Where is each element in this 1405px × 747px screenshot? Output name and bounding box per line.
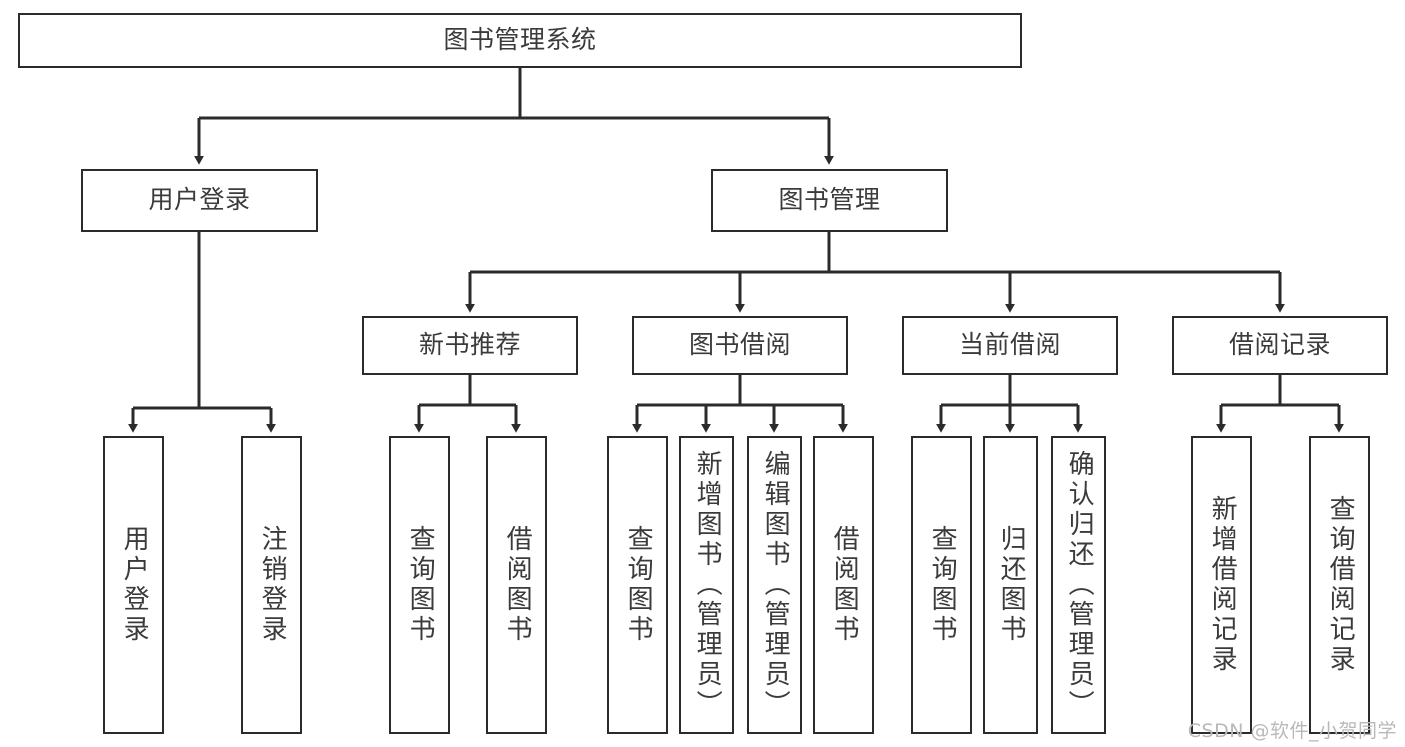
node-leaf-borrow-book-2-label: 借阅图书	[829, 525, 860, 645]
node-user-login[interactable]: 用户登录	[81, 169, 318, 232]
node-user-login-label: 用户登录	[148, 185, 251, 215]
node-book-borrow-label: 图书借阅	[688, 330, 791, 360]
node-leaf-add-record[interactable]: 新增借阅记录	[1191, 436, 1252, 734]
node-borrow-record-label: 借阅记录	[1228, 330, 1331, 360]
node-leaf-return-book-label: 归还图书	[996, 525, 1027, 645]
node-leaf-query-record[interactable]: 查询借阅记录	[1309, 436, 1370, 734]
node-current-borrow-label: 当前借阅	[958, 330, 1061, 360]
node-leaf-return-book[interactable]: 归还图书	[983, 436, 1038, 734]
node-leaf-query-book-1[interactable]: 查询图书	[389, 436, 450, 734]
node-book-management-label: 图书管理	[778, 185, 881, 215]
node-book-management[interactable]: 图书管理	[711, 169, 948, 232]
node-new-book-recommend[interactable]: 新书推荐	[362, 316, 578, 375]
node-leaf-query-book-1-label: 查询图书	[405, 525, 436, 645]
node-leaf-add-book[interactable]: 新增图书（管理员）	[679, 436, 734, 734]
node-leaf-query-record-label: 查询借阅记录	[1325, 495, 1356, 675]
node-leaf-user-logout[interactable]: 注销登录	[241, 436, 302, 734]
node-leaf-edit-book-label: 编辑图书（管理员）	[760, 450, 791, 720]
node-leaf-query-book-3-label: 查询图书	[927, 525, 958, 645]
node-leaf-add-record-label: 新增借阅记录	[1207, 495, 1238, 675]
node-leaf-borrow-book-1-label: 借阅图书	[502, 525, 533, 645]
node-book-borrow[interactable]: 图书借阅	[632, 316, 848, 375]
node-root-label: 图书管理系统	[443, 25, 597, 55]
node-leaf-borrow-book-1[interactable]: 借阅图书	[486, 436, 547, 734]
node-leaf-confirm-return[interactable]: 确认归还（管理员）	[1051, 436, 1106, 734]
node-leaf-query-book-2-label: 查询图书	[623, 525, 654, 645]
node-borrow-record[interactable]: 借阅记录	[1172, 316, 1388, 375]
node-leaf-user-login-label: 用户登录	[119, 525, 150, 645]
node-leaf-user-login[interactable]: 用户登录	[103, 436, 164, 734]
node-root[interactable]: 图书管理系统	[18, 13, 1022, 68]
node-leaf-edit-book[interactable]: 编辑图书（管理员）	[747, 436, 802, 734]
node-leaf-confirm-return-label: 确认归还（管理员）	[1064, 450, 1095, 720]
node-leaf-borrow-book-2[interactable]: 借阅图书	[813, 436, 874, 734]
node-leaf-user-logout-label: 注销登录	[257, 525, 288, 645]
watermark-text: CSDN @软件_小贺同学	[1187, 720, 1397, 742]
node-leaf-add-book-label: 新增图书（管理员）	[692, 450, 723, 720]
node-current-borrow[interactable]: 当前借阅	[902, 316, 1118, 375]
node-leaf-query-book-3[interactable]: 查询图书	[911, 436, 972, 734]
node-new-book-recommend-label: 新书推荐	[418, 330, 521, 360]
node-leaf-query-book-2[interactable]: 查询图书	[607, 436, 668, 734]
